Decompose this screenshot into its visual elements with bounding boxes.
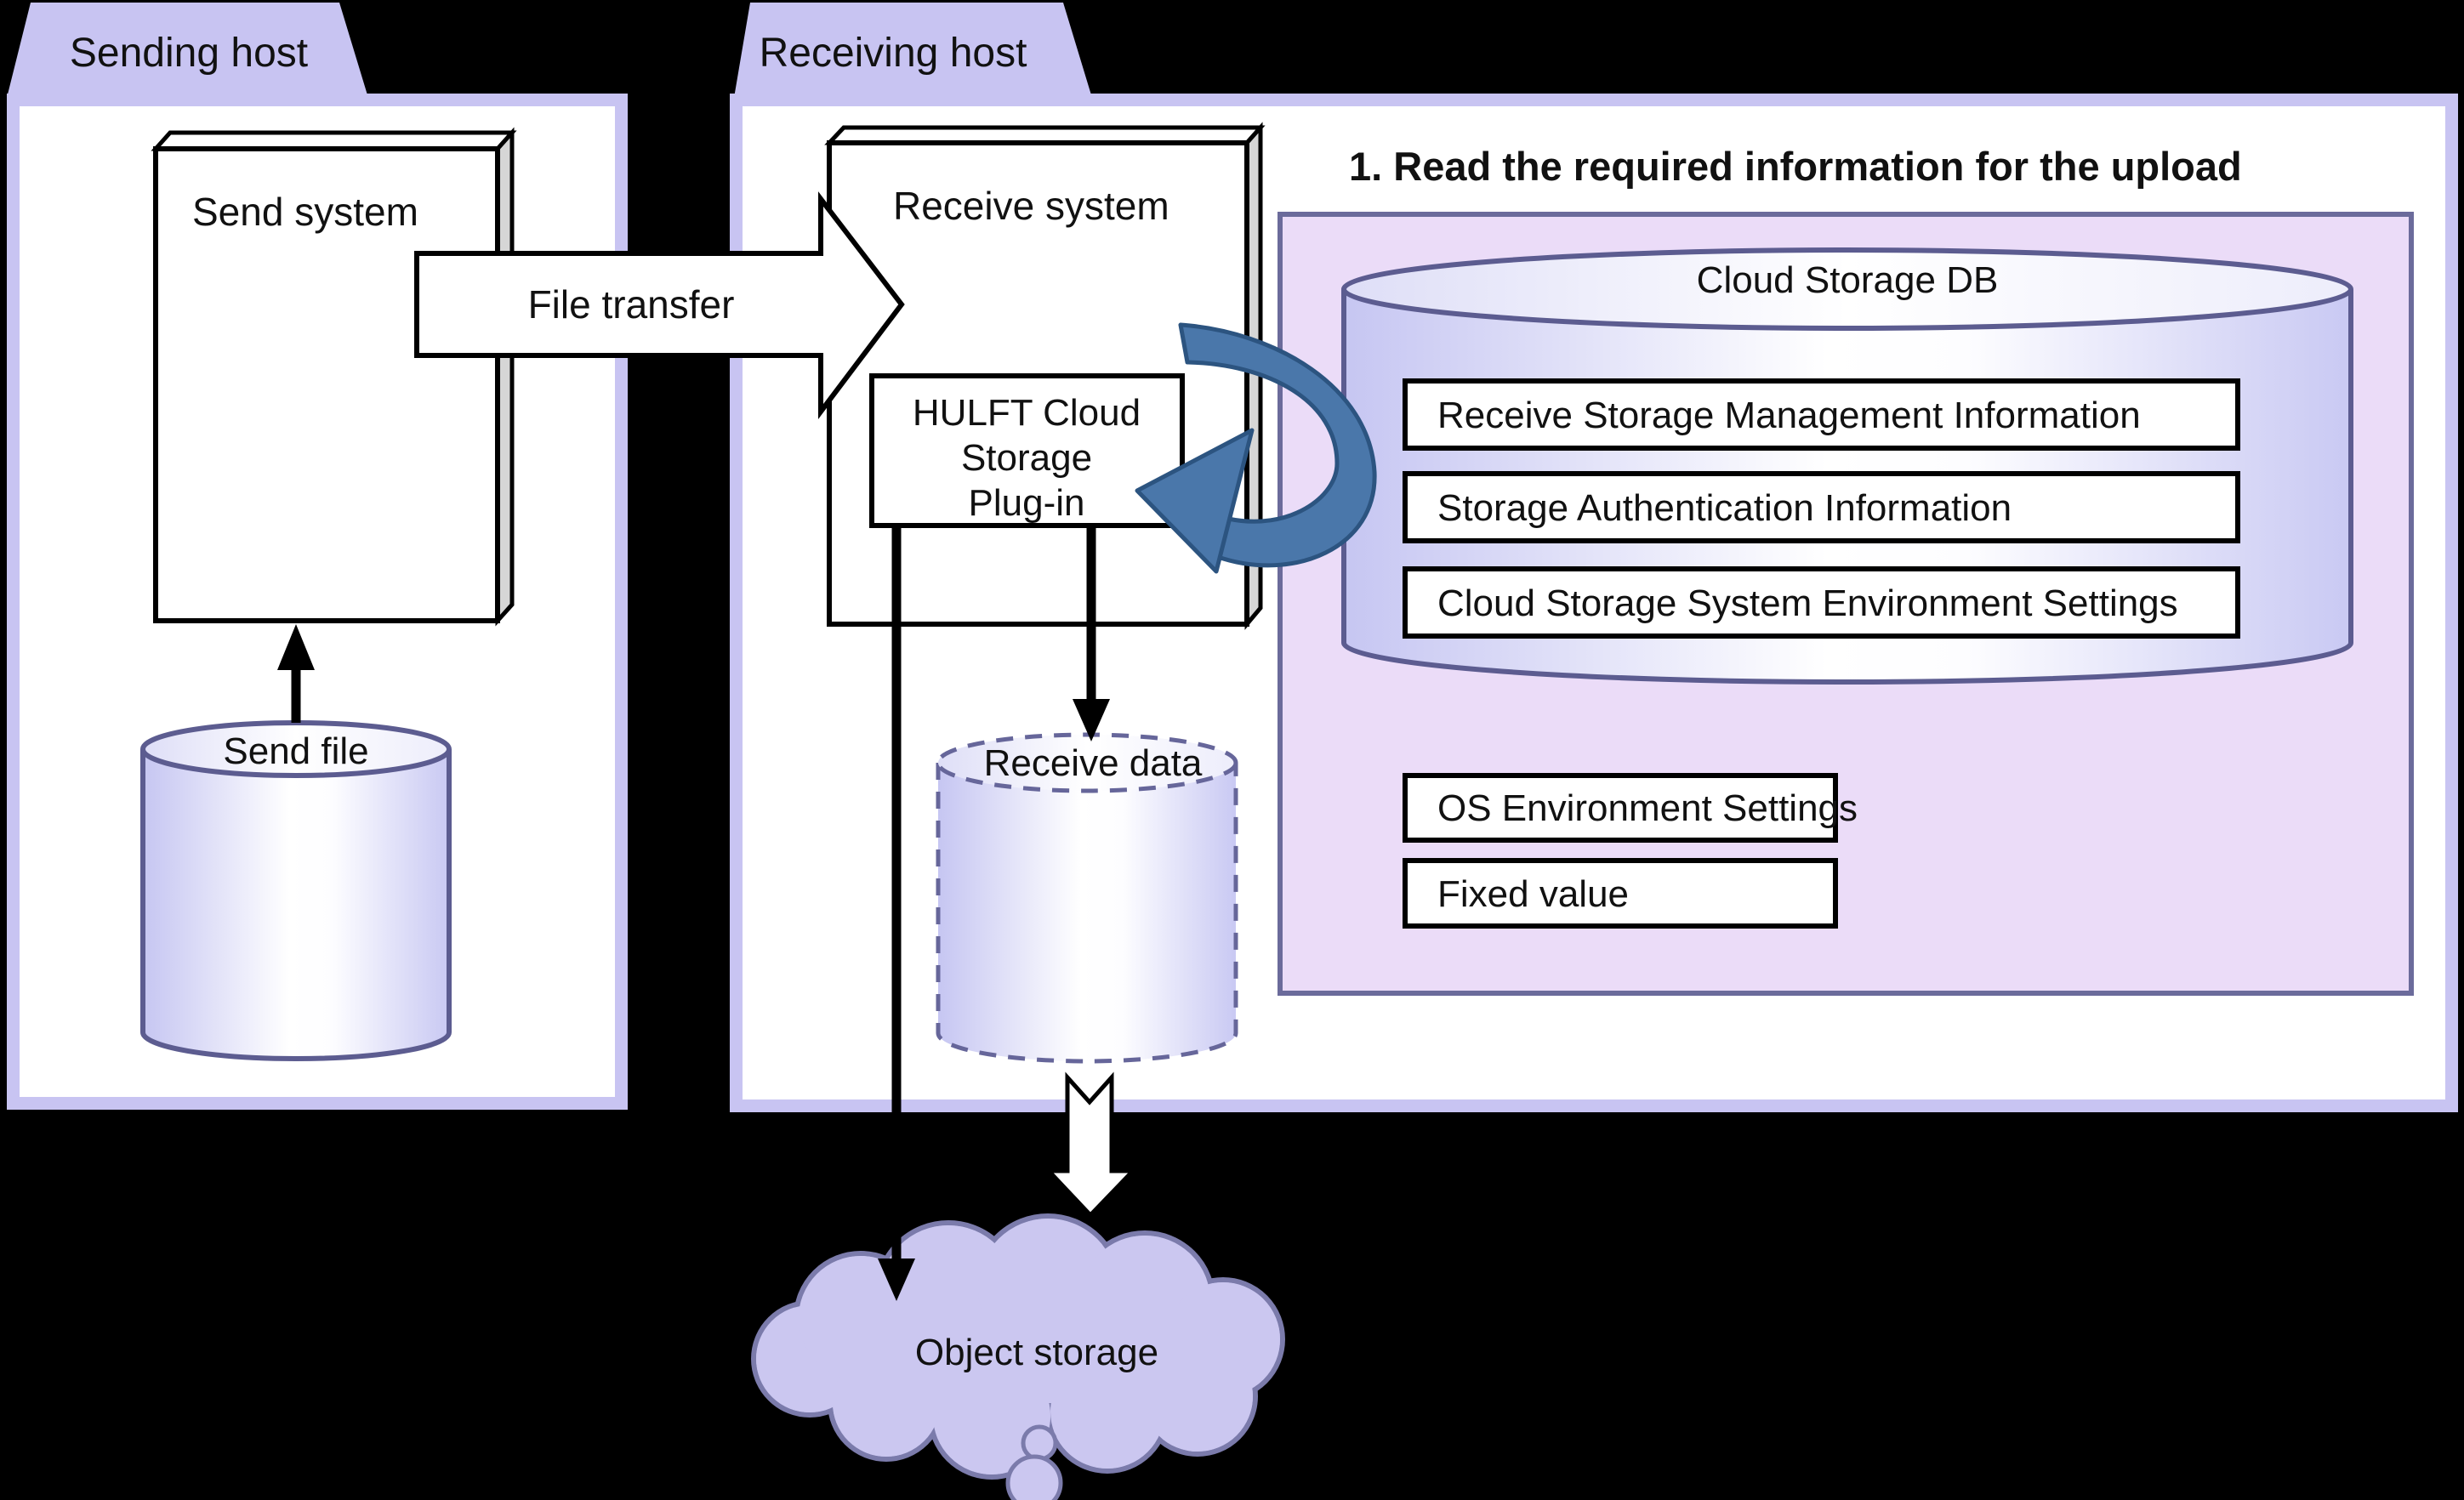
plugin-box-rect [869, 373, 1185, 528]
read-loop-arrow-icon [1135, 322, 1377, 574]
db-row-2-box [1403, 471, 2240, 543]
receive-data-label: Receive data [984, 742, 1203, 784]
db-row-1-box [1403, 378, 2240, 451]
fixed-value-row: Fixed value [1403, 858, 1838, 929]
cloud-storage-db-label: Cloud Storage DB [1697, 259, 1999, 301]
send-file-up-arrow-icon [277, 624, 315, 723]
step-title: 1. Read the required information for the… [1349, 144, 2242, 189]
file-transfer-label: File transfer [528, 282, 735, 327]
sending-host-tab [7, 3, 368, 98]
sending-host-tab-label: Sending host [70, 31, 308, 76]
send-system-label: Send system [192, 190, 418, 234]
send-system-box: Send system [151, 127, 517, 627]
receive-data-cylinder-top [936, 732, 1238, 793]
cloud-storage-db-top [1341, 247, 2353, 331]
plugin-box: HULFT Cloud Storage Plug-in [869, 373, 1185, 528]
os-environment-settings-row: OS Environment Settings [1403, 773, 1858, 843]
os-environment-settings-box [1403, 773, 1838, 843]
file-transfer-arrow-icon: File transfer [414, 191, 905, 419]
receiving-host-group: Receiving host 1. Read the required info… [730, 3, 2458, 1112]
db-row-3-label: Cloud Storage System Environment Setting… [1437, 582, 2178, 624]
info-panel: Cloud Storage DB Receive Storage Managem… [1278, 212, 2414, 996]
send-file-cylinder-body [140, 749, 452, 1061]
thought-bubble-icon [1005, 1424, 1063, 1500]
object-storage-cloud: Object storage [751, 1213, 1285, 1500]
os-environment-settings-label: OS Environment Settings [1437, 787, 1858, 829]
db-row-3-box [1403, 566, 2240, 639]
receive-data-cylinder: Receive data [936, 732, 1238, 1064]
send-file-cylinder: Send file [140, 720, 452, 1061]
send-system-box-front [153, 146, 500, 623]
db-row-2-label: Storage Authentication Information [1437, 487, 2012, 529]
arrow-to-object-storage-icon [878, 528, 915, 1301]
sending-host-group: Sending host Send system Send file [7, 3, 628, 1110]
send-file-label: Send file [223, 730, 368, 772]
receive-data-cylinder-body [936, 763, 1238, 1064]
fixed-value-box [1403, 858, 1838, 929]
receiving-host-tab [734, 3, 1092, 98]
object-storage-label: Object storage [915, 1332, 1158, 1373]
arrow-to-receive-data-icon [1073, 528, 1110, 741]
db-row-3: Cloud Storage System Environment Setting… [1403, 566, 2240, 639]
download-arrow-icon [1044, 1071, 1138, 1219]
plugin-label-line1: HULFT Cloud [913, 392, 1141, 434]
db-row-1: Receive Storage Management Information [1403, 378, 2240, 451]
db-row-2: Storage Authentication Information [1403, 471, 2240, 543]
fixed-value-label: Fixed value [1437, 873, 1629, 915]
receiving-host-tab-label: Receiving host [760, 31, 1027, 76]
plugin-label-line2: Storage [961, 437, 1092, 479]
plugin-label-line3: Plug-in [969, 482, 1085, 524]
db-row-1-label: Receive Storage Management Information [1437, 395, 2141, 436]
receive-system-label: Receive system [893, 184, 1169, 228]
